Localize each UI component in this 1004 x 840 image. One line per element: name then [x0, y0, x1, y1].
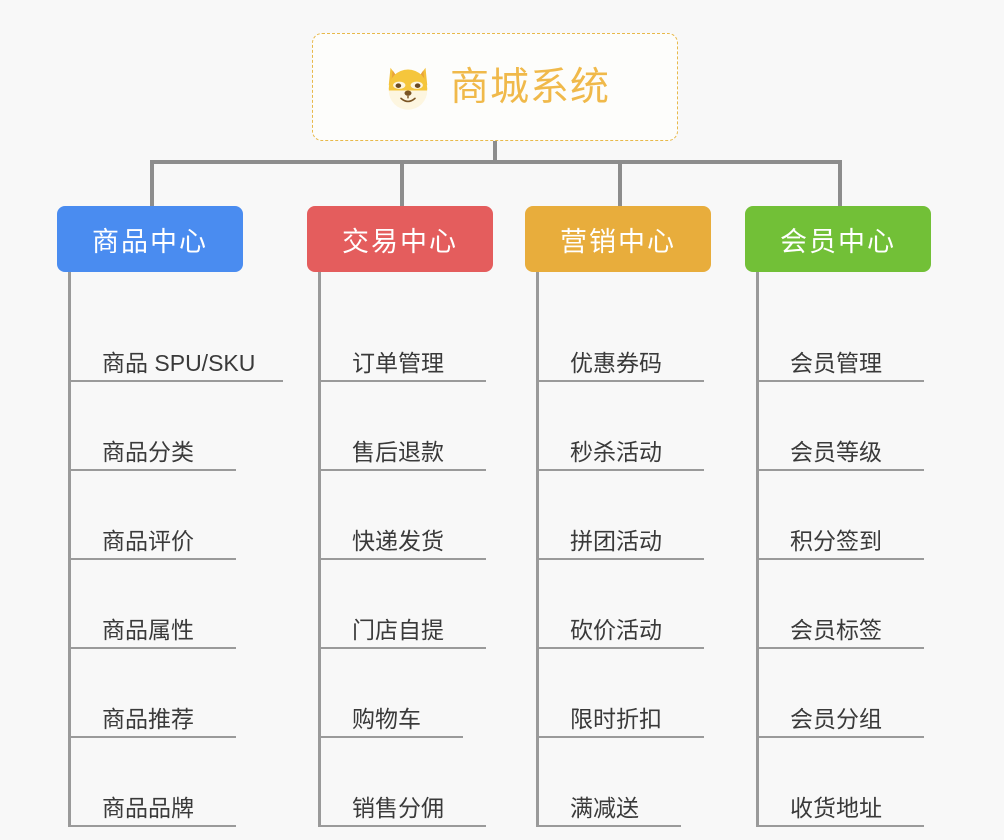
leaf-label: 商品属性 — [102, 616, 194, 643]
category-header-member[interactable]: 会员中心 — [745, 206, 931, 272]
leaf-label: 拼团活动 — [570, 527, 662, 554]
category-column-product: 商品中心 商品 SPU/SKU 商品分类 商品评价 商品属性 商品推荐 商品品牌 — [57, 206, 283, 827]
leaf-list-marketing: 优惠券码 秒杀活动 拼团活动 砍价活动 限时折扣 满减送 — [536, 272, 711, 827]
leaf-label: 会员分组 — [790, 705, 882, 732]
list-item[interactable]: 会员管理 — [759, 293, 924, 382]
list-item[interactable]: 积分签到 — [759, 471, 924, 560]
root-node[interactable]: 商城系统 — [312, 33, 678, 141]
category-column-member: 会员中心 会员管理 会员等级 积分签到 会员标签 会员分组 收货地址 — [745, 206, 931, 827]
connector-drop-1 — [400, 160, 404, 206]
list-item[interactable]: 购物车 — [321, 649, 463, 738]
list-item[interactable]: 快递发货 — [321, 471, 486, 560]
leaf-label: 商品 SPU/SKU — [102, 349, 256, 376]
category-header-trade[interactable]: 交易中心 — [307, 206, 493, 272]
list-item[interactable]: 售后退款 — [321, 382, 486, 471]
leaf-label: 商品推荐 — [102, 705, 194, 732]
list-item[interactable]: 商品推荐 — [71, 649, 236, 738]
leaf-list-member: 会员管理 会员等级 积分签到 会员标签 会员分组 收货地址 — [756, 272, 931, 827]
list-item[interactable]: 会员分组 — [759, 649, 924, 738]
list-item[interactable]: 订单管理 — [321, 293, 486, 382]
category-header-marketing[interactable]: 营销中心 — [525, 206, 711, 272]
connector-root-stem — [493, 141, 497, 163]
list-item[interactable]: 销售分佣 — [321, 738, 486, 827]
category-column-marketing: 营销中心 优惠券码 秒杀活动 拼团活动 砍价活动 限时折扣 满减送 — [525, 206, 711, 827]
leaf-label: 限时折扣 — [570, 705, 662, 732]
list-item[interactable]: 限时折扣 — [539, 649, 704, 738]
leaf-label: 会员等级 — [790, 438, 882, 465]
leaf-label: 秒杀活动 — [570, 438, 662, 465]
connector-bus — [150, 160, 840, 164]
leaf-label: 砍价活动 — [570, 616, 662, 643]
shiba-dog-face-icon — [388, 67, 428, 110]
list-item[interactable]: 砍价活动 — [539, 560, 704, 649]
list-item[interactable]: 收货地址 — [759, 738, 924, 827]
category-title: 商品中心 — [92, 226, 208, 257]
leaf-label: 商品评价 — [102, 527, 194, 554]
connector-drop-0 — [150, 160, 154, 206]
leaf-label: 门店自提 — [352, 616, 444, 643]
leaf-label: 收货地址 — [790, 794, 882, 821]
leaf-label: 商品分类 — [102, 438, 194, 465]
leaf-label: 优惠券码 — [570, 349, 662, 376]
root-title: 商城系统 — [449, 65, 610, 109]
leaf-label: 购物车 — [352, 705, 421, 732]
category-title: 营销中心 — [560, 226, 676, 257]
connector-drop-3 — [838, 160, 842, 206]
list-item[interactable]: 满减送 — [539, 738, 681, 827]
leaf-label: 售后退款 — [352, 438, 444, 465]
list-item[interactable]: 会员标签 — [759, 560, 924, 649]
connector-drop-2 — [618, 160, 622, 206]
list-item[interactable]: 商品分类 — [71, 382, 236, 471]
list-item[interactable]: 商品品牌 — [71, 738, 236, 827]
list-item[interactable]: 优惠券码 — [539, 293, 704, 382]
leaf-label: 积分签到 — [790, 527, 882, 554]
list-item[interactable]: 商品 SPU/SKU — [71, 293, 283, 382]
list-item[interactable]: 秒杀活动 — [539, 382, 704, 471]
category-column-trade: 交易中心 订单管理 售后退款 快递发货 门店自提 购物车 销售分佣 — [307, 206, 493, 827]
list-item[interactable]: 门店自提 — [321, 560, 486, 649]
category-header-product[interactable]: 商品中心 — [57, 206, 243, 272]
leaf-list-product: 商品 SPU/SKU 商品分类 商品评价 商品属性 商品推荐 商品品牌 — [68, 272, 283, 827]
leaf-label: 销售分佣 — [352, 794, 444, 821]
leaf-label: 满减送 — [570, 794, 639, 821]
leaf-label: 快递发货 — [352, 527, 444, 554]
list-item[interactable]: 会员等级 — [759, 382, 924, 471]
leaf-list-trade: 订单管理 售后退款 快递发货 门店自提 购物车 销售分佣 — [318, 272, 493, 827]
leaf-label: 商品品牌 — [102, 794, 194, 821]
leaf-label: 会员管理 — [790, 349, 882, 376]
list-item[interactable]: 商品评价 — [71, 471, 236, 560]
category-title: 会员中心 — [780, 226, 896, 257]
list-item[interactable]: 商品属性 — [71, 560, 236, 649]
leaf-label: 订单管理 — [352, 349, 444, 376]
list-item[interactable]: 拼团活动 — [539, 471, 704, 560]
category-title: 交易中心 — [342, 226, 458, 257]
leaf-label: 会员标签 — [790, 616, 882, 643]
